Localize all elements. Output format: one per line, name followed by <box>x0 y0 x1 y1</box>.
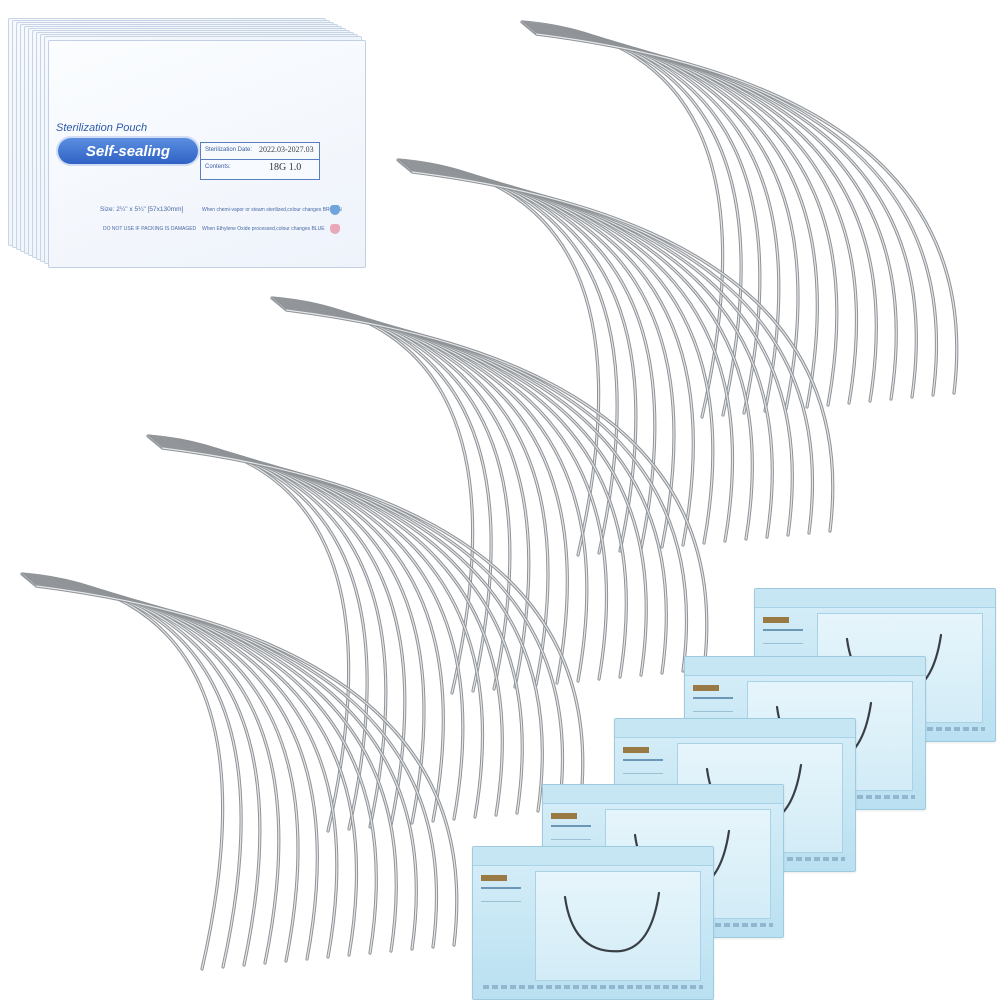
curved-needle <box>275 300 550 687</box>
packet-header-band <box>473 847 713 866</box>
packet-label-bar <box>551 813 577 819</box>
warning-note: DO NOT USE IF PACKING IS DAMAGED <box>103 226 197 232</box>
packet-header-band <box>615 719 855 738</box>
packet-label <box>481 887 521 902</box>
packet-label <box>551 825 591 840</box>
suture-needle-icon <box>563 891 661 953</box>
packet-label-bar <box>623 747 649 753</box>
needle-group <box>270 296 709 695</box>
steam-note: When chemi-vapor or steam sterilized,col… <box>202 207 342 213</box>
needle-highlight <box>285 309 708 670</box>
packet-label <box>623 759 663 774</box>
needle-highlight <box>161 447 584 808</box>
contents-label: Contents: <box>205 164 231 170</box>
pouch-info-box: Sterilization Date: 2022.03-2027.03 Cont… <box>200 142 320 180</box>
info-divider <box>201 159 319 160</box>
packet-label-bar <box>481 875 507 881</box>
pouch-title: Sterilization Pouch <box>56 122 148 134</box>
packet-header-band <box>685 657 925 676</box>
needle-group <box>146 434 585 833</box>
packet-header-band <box>755 589 995 608</box>
needle-group <box>20 572 459 971</box>
suture-packet <box>472 846 714 1000</box>
pouch-size: Size: 2¼" x 5¼" [57x130mm] <box>100 206 184 213</box>
self-sealing-badge: Self-sealing <box>58 138 198 164</box>
needle-highlight <box>411 171 834 532</box>
tooth-icon-pink <box>330 224 340 234</box>
packet-header-band <box>543 785 783 804</box>
packet-label <box>693 697 733 712</box>
packet-footer-print <box>483 985 703 989</box>
needle-highlight <box>26 577 299 962</box>
packet-window <box>535 871 701 981</box>
eto-note: When Ethylene Oxide processed,colour cha… <box>202 226 325 232</box>
needle-group <box>396 158 835 557</box>
needle-highlight <box>276 301 549 686</box>
curved-needle <box>25 576 300 963</box>
curved-needle <box>525 24 800 411</box>
packet-label <box>763 629 803 644</box>
needle-highlight <box>535 33 958 394</box>
needle-group <box>520 20 959 419</box>
packet-label-bar <box>693 685 719 691</box>
needle-highlight <box>526 25 799 410</box>
sterilization-date-label: Sterilization Date: <box>205 147 253 153</box>
packet-label-bar <box>763 617 789 623</box>
sterilization-date-value: 2022.03-2027.03 <box>259 145 314 154</box>
contents-value: 18G 1.0 <box>269 162 302 173</box>
tooth-icon-blue <box>330 205 340 215</box>
needle-highlight <box>35 585 458 946</box>
